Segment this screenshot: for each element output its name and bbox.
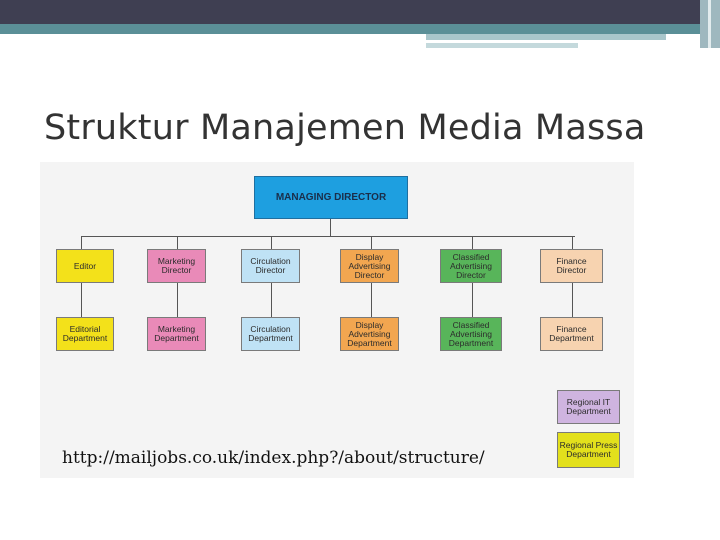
org-box-label: Finance Department	[549, 324, 594, 343]
org-box-label: Circulation Department	[248, 324, 293, 343]
source-url-caption: http://mailjobs.co.uk/index.php?/about/s…	[62, 448, 485, 468]
org-box-regional-press-department: Regional Press Department	[557, 432, 620, 468]
org-box-editor: Editor	[56, 249, 114, 283]
org-box-managing-director: MANAGING DIRECTOR	[254, 176, 408, 219]
slide-accent-stripe-light-short	[426, 43, 578, 48]
org-box-label: Display Advertising Department	[347, 319, 392, 348]
org-box-circulation-department: Circulation Department	[241, 317, 300, 351]
connector-col-3	[271, 236, 272, 347]
slide-accent-stripe	[0, 24, 720, 34]
org-box-classified-advertising-director: Classified Advertising Director	[440, 249, 502, 283]
org-box-finance-department: Finance Department	[540, 317, 603, 351]
org-box-regional-it-department: Regional IT Department	[557, 390, 620, 424]
org-box-marketing-director: Marketing Director	[147, 249, 206, 283]
org-box-label: Marketing Director	[157, 256, 196, 275]
slide-top-bar	[0, 0, 720, 24]
org-box-label: Editor	[73, 260, 97, 271]
slide-title: Struktur Manajemen Media Massa	[44, 108, 646, 148]
org-box-label: Marketing Department	[154, 324, 199, 343]
connector-col-4	[371, 236, 372, 347]
org-box-label: Regional IT Department	[566, 397, 611, 416]
org-box-label: Finance Director	[556, 256, 587, 275]
slide-accent-stripe-light	[426, 34, 666, 40]
org-box-display-advertising-director: Display Advertising Director	[340, 249, 399, 283]
org-box-classified-advertising-department: Classified Advertising Department	[440, 317, 502, 351]
org-box-finance-director: Finance Director	[540, 249, 603, 283]
slide-edge-highlight	[708, 0, 711, 48]
org-chart: MANAGING DIRECTOR Editor Marketing Direc…	[40, 162, 634, 478]
org-box-circulation-director: Circulation Director	[241, 249, 300, 283]
connector-root-down	[330, 219, 331, 236]
org-box-label: Classified Advertising Department	[448, 319, 494, 348]
org-box-label: Display Advertising Director	[348, 251, 391, 280]
org-box-label: Classified Advertising Director	[449, 251, 493, 280]
org-box-label: Editorial Department	[62, 324, 108, 343]
connector-col-5	[472, 236, 473, 347]
org-box-display-advertising-department: Display Advertising Department	[340, 317, 399, 351]
connector-horizontal	[81, 236, 575, 237]
connector-col-1	[81, 236, 82, 347]
connector-col-2	[177, 236, 178, 347]
org-box-editorial-department: Editorial Department	[56, 317, 114, 351]
org-box-label: Regional Press Department	[559, 440, 618, 459]
connector-col-6	[572, 236, 573, 347]
org-box-label: MANAGING DIRECTOR	[275, 192, 387, 203]
org-box-marketing-department: Marketing Department	[147, 317, 206, 351]
org-box-label: Circulation Director	[250, 256, 291, 275]
